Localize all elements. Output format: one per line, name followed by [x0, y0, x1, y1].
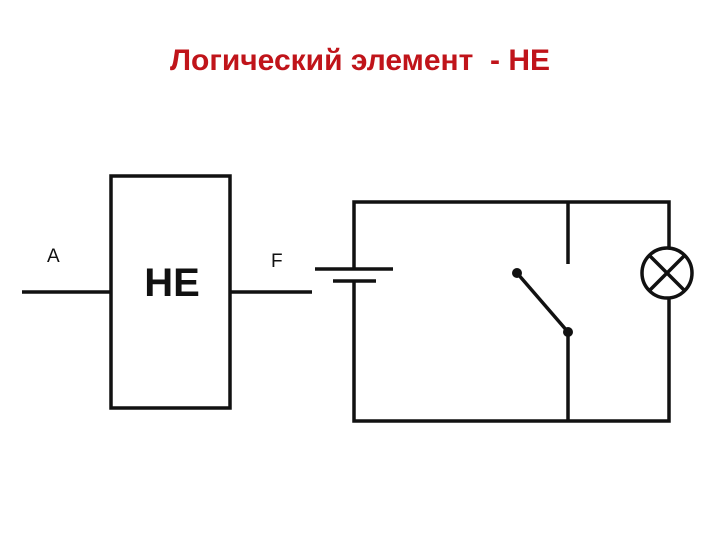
circuit-wire-bottom: [352, 281, 671, 423]
switch-icon: [512, 202, 573, 421]
input-label: A: [47, 246, 60, 267]
not-gate: A НЕ F: [22, 174, 312, 410]
page-title: Логический элемент - НЕ: [169, 44, 551, 77]
gate-box: [109, 174, 232, 410]
lamp-icon: [640, 246, 694, 300]
battery-icon: [315, 267, 393, 283]
gate-label: НЕ: [144, 261, 200, 305]
circuit-wire-outer: [352, 200, 671, 269]
output-label: F: [271, 251, 283, 272]
equivalent-circuit: [315, 200, 694, 423]
